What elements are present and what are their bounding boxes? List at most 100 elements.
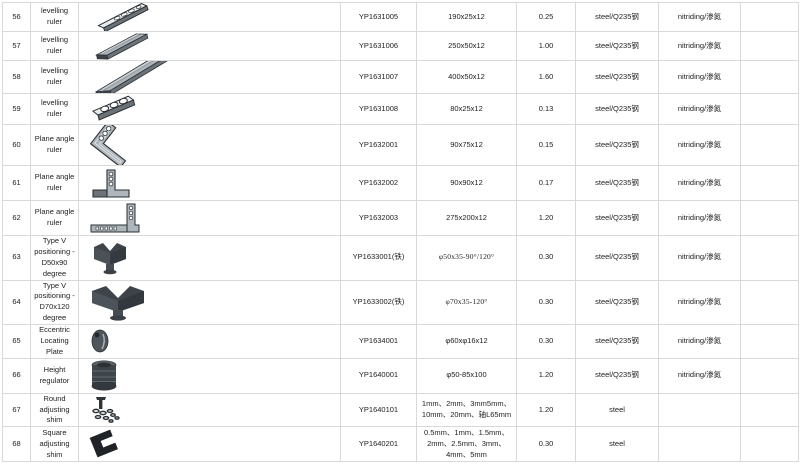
product-image-cell (78, 200, 341, 236)
specification-cell: φ60xφ16x12 (416, 324, 517, 359)
plane-angle-ruler-small-thumb (81, 166, 338, 200)
note-cell (740, 124, 799, 166)
levelling-ruler-bar-thumb (81, 32, 338, 60)
specification-cell: 80x25x12 (416, 93, 517, 125)
material-cell: steel/Q235钢 (575, 235, 659, 281)
surface-treatment-cell: nitriding/渗氮 (658, 2, 741, 32)
row-index-cell: 57 (2, 31, 31, 61)
specification-cell: 275x200x12 (416, 200, 517, 236)
levelling-ruler-short-holes-thumb (81, 94, 338, 124)
product-code-cell: YP1632001 (340, 124, 417, 166)
v-block-d70-thumb (81, 281, 338, 323)
material-cell: steel/Q235钢 (575, 124, 659, 166)
note-cell (740, 165, 799, 201)
weight-cell: 1.60 (516, 60, 576, 94)
material-cell: steel/Q235钢 (575, 60, 659, 94)
thumb-svg (91, 329, 109, 353)
surface-treatment-cell: nitriding/渗氮 (658, 357, 741, 394)
product-name-cell: Type V positioning - D70x120 degree (30, 279, 79, 325)
row-index-cell: 65 (2, 324, 31, 359)
row-index-cell: 62 (2, 200, 31, 236)
specification-cell: φ50x35-90°/120° (416, 235, 517, 281)
row-index-cell: 61 (2, 165, 31, 201)
note-cell (740, 93, 799, 125)
material-cell: steel/Q235钢 (575, 165, 659, 201)
product-image-cell (78, 124, 341, 166)
surface-treatment-cell (658, 392, 741, 428)
product-image-cell (78, 357, 341, 394)
note-cell (740, 324, 799, 359)
product-name-cell: Type V positioning - D50x90 degree (30, 235, 79, 281)
thumb-svg (95, 61, 169, 93)
product-name-cell: levelling ruler (30, 93, 79, 125)
row-index-cell: 68 (2, 426, 31, 463)
product-image-cell (78, 324, 341, 359)
product-code-cell: YP1631007 (340, 60, 417, 94)
product-image-cell (78, 279, 341, 325)
product-name-cell: Round adjusting shim (30, 392, 79, 428)
weight-cell: 0.30 (516, 426, 576, 463)
product-image-cell (78, 165, 341, 201)
thumb-svg (92, 169, 130, 198)
specification-cell: 400x50x12 (416, 60, 517, 94)
square-adjusting-shim-thumb (81, 427, 338, 461)
weight-cell: 1.20 (516, 357, 576, 394)
note-cell (740, 31, 799, 61)
surface-treatment-cell: nitriding/渗氮 (658, 93, 741, 125)
product-image-cell (78, 93, 341, 125)
height-regulator-cylinder-thumb (81, 359, 338, 393)
product-name-cell: Square adjusting shim (30, 426, 79, 463)
surface-treatment-cell: nitriding/渗氮 (658, 279, 741, 325)
weight-cell: 0.17 (516, 165, 576, 201)
material-cell: steel/Q235钢 (575, 279, 659, 325)
surface-treatment-cell (658, 426, 741, 463)
plane-angle-ruler-tilted-thumb (81, 125, 338, 165)
row-index-cell: 56 (2, 2, 31, 32)
row-index-cell: 63 (2, 235, 31, 281)
row-index-cell: 66 (2, 357, 31, 394)
weight-cell: 1.00 (516, 31, 576, 61)
weight-cell: 0.30 (516, 324, 576, 359)
product-code-cell: YP1640001 (340, 357, 417, 394)
specification-cell: 250x50x12 (416, 31, 517, 61)
product-image-cell (78, 426, 341, 463)
specification-cell: 1mm、2mm、3mm5mm、10mm、20mm、轴L65mm (416, 392, 517, 428)
note-cell (740, 426, 799, 463)
surface-treatment-cell: nitriding/渗氮 (658, 324, 741, 359)
product-name-cell: Eccentric Locating Plate (30, 324, 79, 359)
product-code-cell: YP1632002 (340, 165, 417, 201)
surface-treatment-cell: nitriding/渗氮 (658, 235, 741, 281)
thumb-svg (92, 286, 144, 321)
material-cell: steel/Q235钢 (575, 31, 659, 61)
weight-cell: 0.13 (516, 93, 576, 125)
material-cell: steel (575, 392, 659, 428)
material-cell: steel/Q235钢 (575, 200, 659, 236)
plane-angle-ruler-large-thumb (81, 201, 338, 235)
eccentric-locating-plate-thumb (81, 326, 338, 356)
levelling-ruler-slim-thumb (81, 3, 338, 31)
weight-cell: 0.25 (516, 2, 576, 32)
product-name-cell: Plane angle ruler (30, 200, 79, 236)
round-adjusting-shim-set-thumb (81, 394, 338, 426)
note-cell (740, 200, 799, 236)
v-block-d50-thumb (81, 238, 338, 278)
specification-cell: 90x75x12 (416, 124, 517, 166)
note-cell (740, 357, 799, 394)
thumb-svg (90, 203, 140, 233)
material-cell: steel/Q235钢 (575, 324, 659, 359)
note-cell (740, 60, 799, 94)
specification-cell: 190x25x12 (416, 2, 517, 32)
product-image-cell (78, 31, 341, 61)
product-code-cell: YP1640201 (340, 426, 417, 463)
weight-cell: 0.15 (516, 124, 576, 166)
weight-cell: 1.20 (516, 200, 576, 236)
surface-treatment-cell: nitriding/渗氮 (658, 31, 741, 61)
thumb-svg (94, 32, 149, 60)
